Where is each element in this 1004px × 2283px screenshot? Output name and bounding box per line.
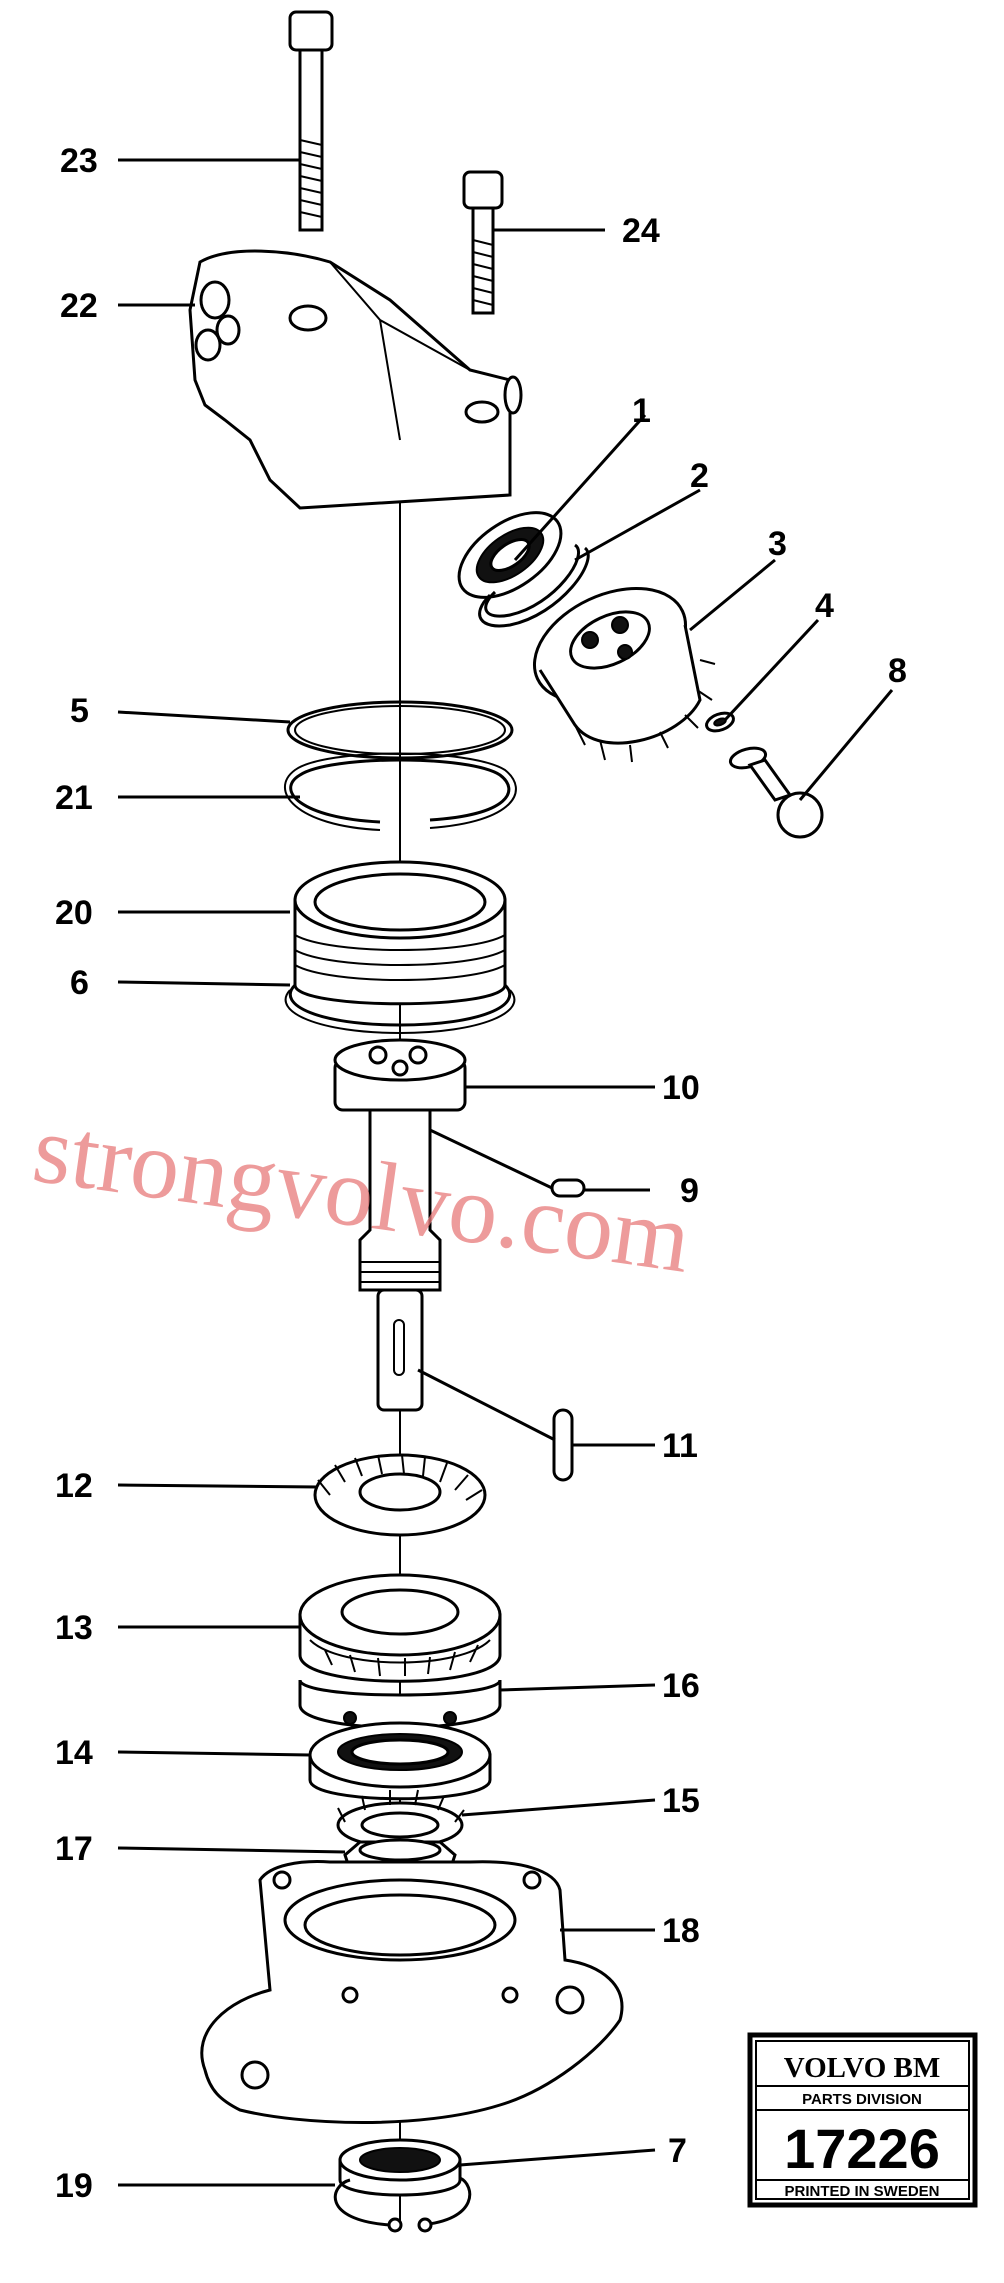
part-23-long-bolt: [288, 10, 334, 232]
badge-footer: PRINTED IN SWEDEN: [784, 2183, 939, 2200]
part-8-ball-pin: [728, 746, 824, 839]
part-1-valve-plate: [457, 511, 563, 599]
part-3-gear-cup: [532, 586, 716, 763]
callout-2: 2: [690, 457, 709, 495]
callout-21: 21: [55, 779, 93, 817]
callout-24: 24: [622, 212, 660, 250]
part-5-o-ring: [286, 700, 514, 760]
callout-7: 7: [668, 2132, 687, 2170]
part-13-bearing: [298, 1573, 502, 1683]
callout-1: 1: [632, 392, 651, 430]
part-10-shaft: [333, 1038, 467, 1412]
callout-10: 10: [662, 1069, 700, 1107]
badge-brand: VOLVO BM: [784, 2052, 940, 2084]
part-18-base-housing: [200, 1860, 624, 2124]
part-12-bevel-gear: [313, 1453, 487, 1537]
badge-division: PARTS DIVISION: [802, 2091, 922, 2108]
part-24-short-bolt: [462, 170, 504, 315]
callout-13: 13: [55, 1609, 93, 1647]
part-6-ring: [284, 983, 516, 1035]
part-11-key: [552, 1408, 574, 1482]
callout-15: 15: [662, 1782, 700, 1820]
part-14-lower-bearing: [308, 1721, 492, 1801]
callout-14: 14: [55, 1734, 93, 1772]
volvo-bm-badge: VOLVO BM PARTS DIVISION 17226 PRINTED IN…: [747, 2032, 978, 2208]
callout-11: 11: [662, 1427, 698, 1465]
callout-20: 20: [55, 894, 93, 932]
callout-17: 17: [55, 1830, 93, 1868]
part-15-lock-washer: [336, 1789, 465, 1849]
part-20-piston: [293, 860, 507, 1006]
part-21-retaining-ring: [283, 752, 517, 831]
callout-8: 8: [888, 652, 907, 690]
callout-22: 22: [60, 287, 98, 325]
callout-23: 23: [60, 142, 98, 180]
badge-number: 17226: [784, 2117, 940, 2180]
part-16-bearing-cup: [298, 1679, 502, 1729]
part-7-seal: [338, 2138, 462, 2197]
callout-18: 18: [662, 1912, 700, 1950]
part-19-circlip: [333, 2176, 472, 2233]
callout-19: 19: [55, 2167, 93, 2205]
callout-9: 9: [680, 1172, 699, 1210]
callout-5: 5: [70, 692, 89, 730]
callout-6: 6: [70, 964, 89, 1002]
callout-16: 16: [662, 1667, 700, 1705]
part-22-housing: [188, 249, 523, 510]
callout-4: 4: [815, 587, 834, 625]
leader-lines: [117, 158, 894, 2187]
callout-3: 3: [768, 525, 787, 563]
callout-12: 12: [55, 1467, 93, 1505]
